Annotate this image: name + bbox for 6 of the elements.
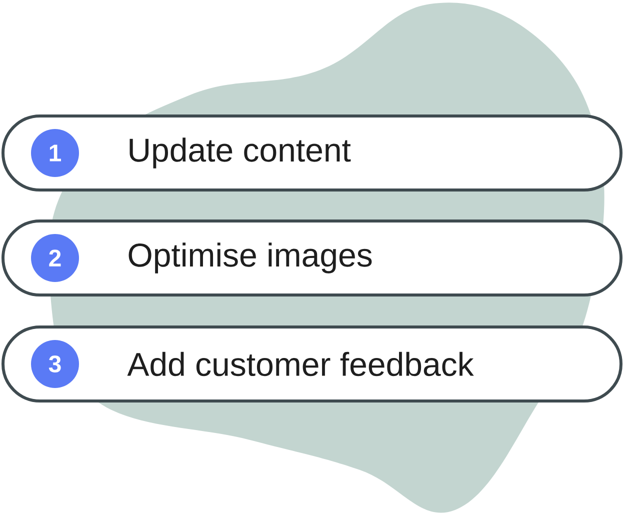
node-label: Optimise images — [128, 242, 372, 274]
number-badge: 2 — [31, 234, 79, 282]
node-label: Update content — [130, 138, 351, 168]
node-label: Add customer feedback — [127, 352, 474, 376]
number-badge: 3 — [31, 340, 79, 388]
number-badge: 1 — [31, 129, 79, 177]
